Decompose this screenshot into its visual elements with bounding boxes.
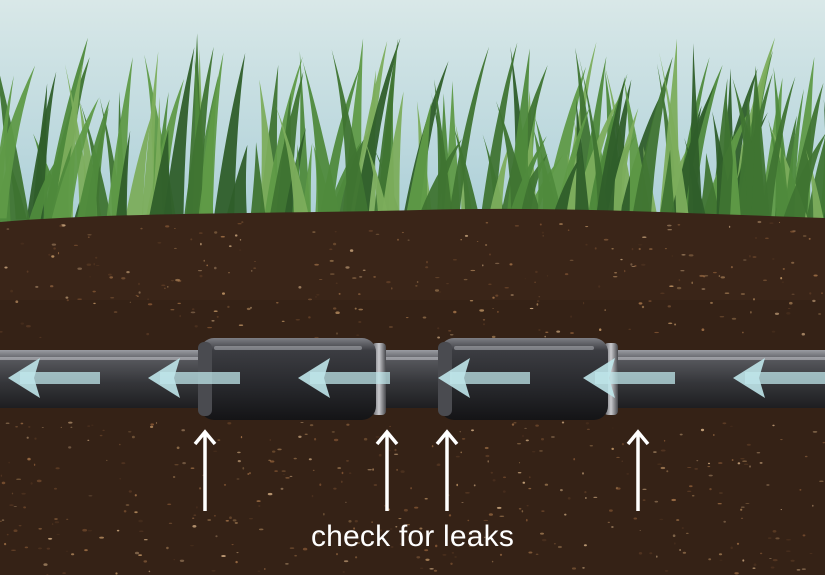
flow-arrow-icon: [583, 358, 675, 398]
drip-line-pipe: [0, 350, 825, 408]
water-flow: [8, 358, 825, 398]
caption: check for leaks: [310, 520, 515, 553]
grass: [0, 33, 825, 228]
pointer-arrow-icon: [375, 429, 399, 511]
coupling-left: [198, 338, 386, 420]
pointer-arrow-icon: [626, 429, 650, 511]
flow-arrow-icon: [733, 358, 825, 398]
flow-arrow-icon: [8, 358, 100, 398]
pointer-arrow-icon: [193, 429, 217, 511]
soil-texture: [0, 220, 825, 575]
flow-arrow-icon: [148, 358, 240, 398]
flow-arrow-icon: [298, 358, 390, 398]
pointer-arrow-icon: [435, 429, 459, 511]
leak-pointers: [193, 429, 650, 511]
flow-arrow-icon: [438, 358, 530, 398]
